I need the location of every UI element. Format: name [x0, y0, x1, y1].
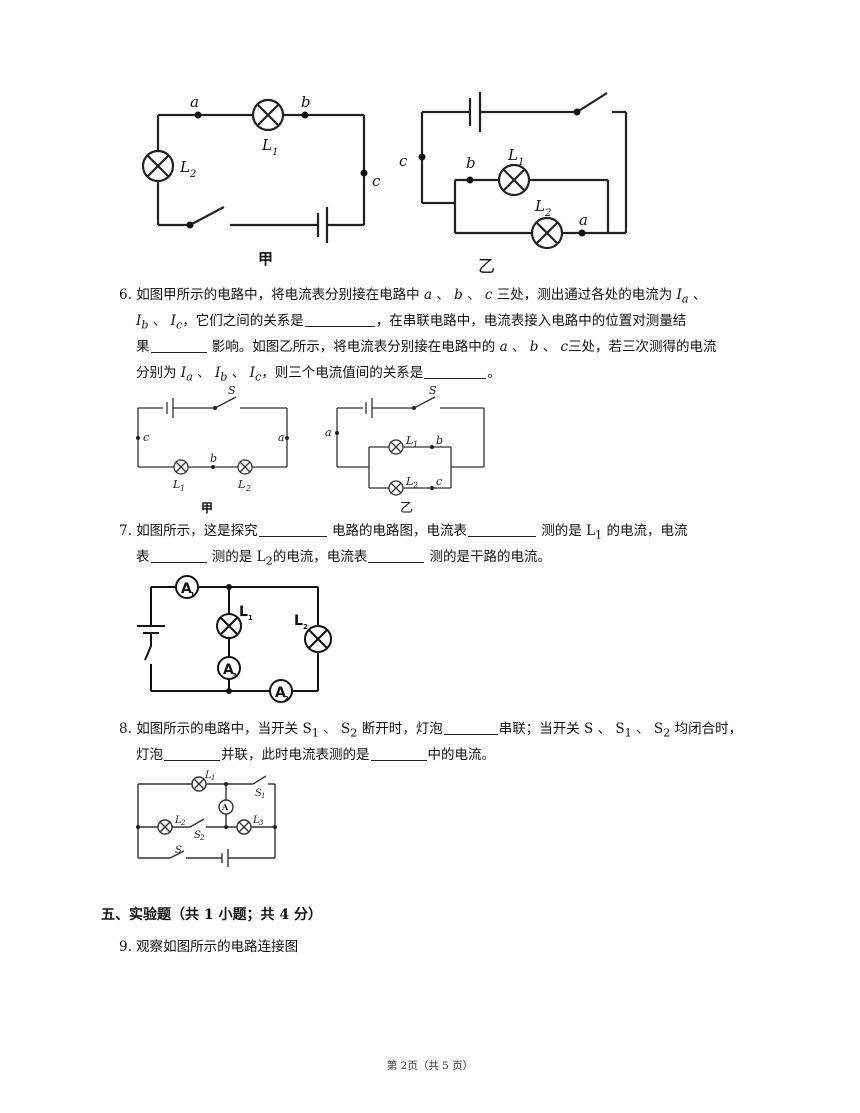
svg-text:S: S	[194, 830, 201, 841]
svg-text:2: 2	[544, 208, 551, 219]
q7-line1: 7. 如图所示，这是探究 电路的电路图，电流表 测的是 L1 的电流，电流	[119, 518, 688, 549]
q6-blank-2[interactable]	[150, 336, 207, 353]
svg-text:1: 1	[272, 147, 278, 158]
svg-text:A: A	[223, 662, 234, 678]
svg-text:2: 2	[412, 481, 418, 490]
q7-blank-4[interactable]	[368, 546, 425, 563]
q6-line1: 6. 如图甲所示的电路中，将电流表分别接在电路中 a 、 b 、 c 三处，测出…	[119, 287, 707, 306]
svg-text:2: 2	[245, 484, 251, 493]
svg-text:L: L	[405, 475, 413, 488]
figure-q7: A 1 A 3 A 2 L 1 L 2	[137, 575, 332, 703]
svg-text:2: 2	[303, 623, 308, 631]
q8-blank-2[interactable]	[164, 744, 220, 761]
label-L1-jia: L	[261, 136, 272, 154]
svg-text:L: L	[174, 815, 182, 826]
svg-text:b: b	[210, 452, 217, 465]
svg-text:b: b	[436, 434, 443, 447]
label-c-yi: c	[399, 152, 408, 170]
label-a-yi: a	[579, 211, 588, 229]
q9-text: 9. 观察如图所示的电路连接图	[119, 939, 299, 955]
q8-line2: 灯泡并联，此时电流表测的是中的电流。	[136, 742, 495, 768]
svg-text:A: A	[275, 685, 286, 701]
caption-yi: 乙	[478, 257, 495, 277]
svg-text:L: L	[237, 478, 245, 491]
svg-text:L: L	[239, 604, 248, 620]
svg-text:1: 1	[413, 440, 418, 449]
svg-text:2: 2	[284, 695, 289, 703]
label-b-jia: b	[301, 93, 311, 111]
svg-text:1: 1	[261, 792, 265, 800]
caption-jia: 甲	[258, 250, 273, 268]
q7-blank-2[interactable]	[467, 520, 536, 537]
q8-blank-1[interactable]	[443, 718, 498, 735]
label-L2-yi: L	[534, 197, 545, 215]
svg-text:2: 2	[189, 169, 196, 180]
svg-text:2: 2	[199, 834, 205, 842]
svg-text:L: L	[204, 770, 212, 781]
label-b-yi: b	[466, 154, 476, 172]
section-5-heading: 五、实验题（共 1 小题；共 4 分）	[101, 907, 322, 923]
q8-line1: 8. 如图所示的电路中，当开关 S1 、 S2 断开时，灯泡串联；当开关 S 、…	[119, 716, 742, 747]
q6-line2: Ib 、 Ic，它们之间的关系是，在串联电路中，电流表接入电路中的位置对测量结	[136, 308, 686, 339]
page-footer: 第 2页（共 5 页）	[386, 1060, 474, 1072]
svg-text:S: S	[228, 384, 236, 397]
figure-q8: L 1 S 1 L 2 S 2 L 3 S A	[136, 770, 277, 867]
svg-text:3: 3	[259, 819, 264, 827]
q6-line3: 果 影响。如图乙所示，将电流表分别接在电路中的 a 、 b 、 c三处，若三次测…	[136, 334, 717, 360]
svg-text:1: 1	[211, 774, 215, 782]
q8-blank-3[interactable]	[370, 744, 427, 761]
svg-text:1: 1	[518, 157, 524, 168]
svg-text:a: a	[325, 426, 332, 439]
svg-text:c: c	[143, 431, 149, 444]
svg-text:S: S	[429, 384, 437, 397]
svg-text:1: 1	[180, 484, 185, 493]
figure-top-jia: a b c L 1 L 2 c b a L 1 L 2 甲 乙	[141, 92, 628, 277]
svg-text:L: L	[405, 434, 413, 447]
svg-text:c: c	[436, 475, 442, 488]
svg-text:L: L	[252, 815, 260, 826]
svg-text:S: S	[175, 845, 182, 856]
svg-text:L: L	[172, 478, 180, 491]
label-L2-jia: L	[179, 158, 190, 176]
svg-text:3: 3	[232, 672, 237, 680]
q6-line4: 分别为 Ia 、 Ib 、 Ic，则三个电流值间的关系是。	[136, 360, 501, 391]
svg-text:S: S	[255, 788, 262, 799]
svg-text:A: A	[181, 581, 192, 597]
figure-q6: S c a b L 1 L 2 S a L 1 b L 2 c 甲 乙	[136, 384, 485, 516]
caption-jia-q6: 甲	[201, 501, 213, 515]
label-c-jia: c	[372, 172, 381, 190]
q7-blank-3[interactable]	[150, 546, 207, 563]
svg-text:1: 1	[248, 614, 253, 622]
label-L1-yi: L	[507, 146, 518, 164]
q7-blank-1[interactable]	[258, 520, 327, 537]
svg-text:L: L	[294, 613, 303, 629]
label-a-jia: a	[190, 93, 199, 111]
svg-text:A: A	[221, 802, 229, 812]
svg-text:1: 1	[190, 591, 195, 599]
q6-blank-3[interactable]	[424, 362, 487, 379]
caption-yi-q6: 乙	[400, 501, 413, 516]
svg-text:a: a	[278, 431, 285, 444]
svg-text:2: 2	[180, 819, 186, 827]
q6-blank-1[interactable]	[304, 310, 375, 327]
q7-line2: 表 测的是 L2的电流，电流表 测的是干路的电流。	[136, 544, 551, 575]
